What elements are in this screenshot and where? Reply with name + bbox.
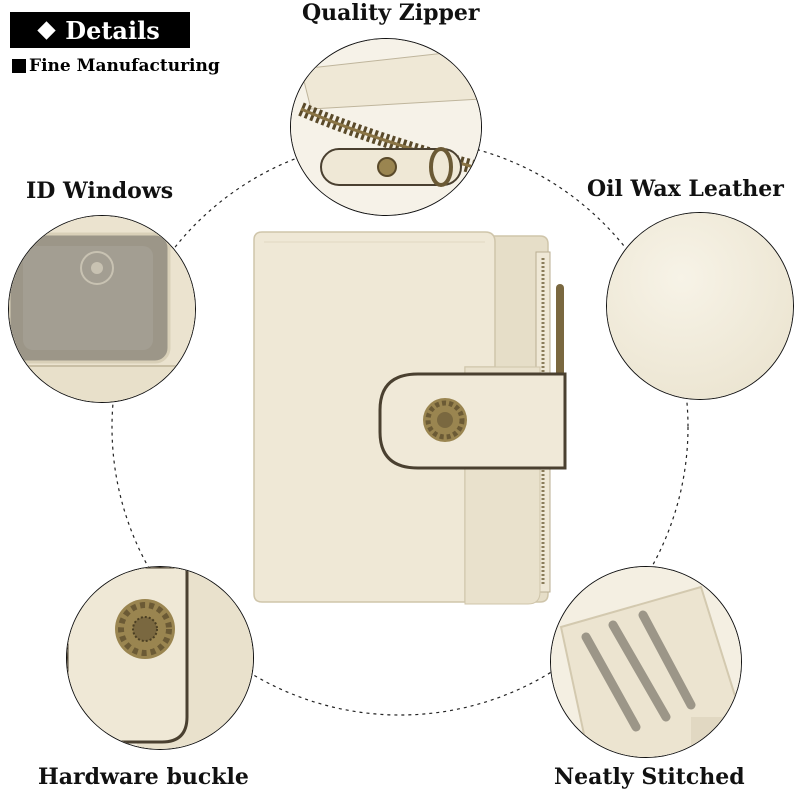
buckle-detail-circle <box>66 566 254 750</box>
badge-text: Details <box>65 15 160 45</box>
wallet-image <box>253 231 567 605</box>
details-badge: Details <box>10 12 190 48</box>
label-hardware-buckle: Hardware buckle <box>38 764 249 790</box>
square-bullet-icon <box>12 59 26 73</box>
leather-texture-image <box>607 213 793 399</box>
zipper-detail-circle <box>290 38 482 216</box>
label-quality-zipper: Quality Zipper <box>302 0 480 26</box>
subtitle-text: Fine Manufacturing <box>29 56 220 76</box>
label-oil-wax-leather: Oil Wax Leather <box>587 176 784 202</box>
label-id-windows: ID Windows <box>26 178 174 204</box>
id-windows-detail-circle <box>8 215 196 403</box>
subtitle: Fine Manufacturing <box>12 56 220 76</box>
card-slots-detail-image <box>551 567 741 757</box>
buckle-detail-image <box>67 567 253 749</box>
zipper-detail-image <box>291 39 481 215</box>
leather-detail-circle <box>606 212 794 400</box>
label-neatly-stitched: Neatly Stitched <box>554 764 745 790</box>
id-windows-detail-image <box>9 216 195 402</box>
stitching-detail-circle <box>550 566 742 758</box>
